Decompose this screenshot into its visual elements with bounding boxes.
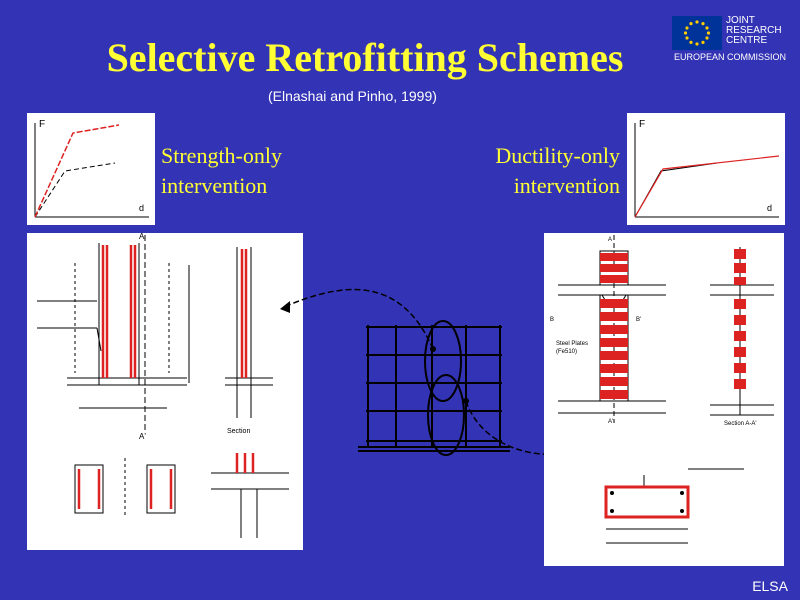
right-section-label: Section A-A' xyxy=(724,421,757,427)
marker-b-prime: B' xyxy=(636,317,641,323)
logo-text-joint: JOINT xyxy=(726,15,755,26)
elsa-footer-label: ELSA xyxy=(752,578,788,594)
jrc-logo: JOINT RESEARCH CENTRE EUROPEAN COMMISSIO… xyxy=(672,12,794,88)
logo-text-commission: EUROPEAN COMMISSION xyxy=(674,52,787,62)
original-response-curve xyxy=(634,162,718,218)
frame-sketch xyxy=(280,283,581,463)
ductility-label-line1: Ductility-only xyxy=(495,143,620,168)
slide-subtitle: (Elnashai and Pinho, 1999) xyxy=(268,88,437,104)
marker-a-prime: A' xyxy=(139,432,146,441)
steel-plates xyxy=(600,249,746,399)
marker-a-prime: A' xyxy=(608,419,613,425)
jacket-plate-section xyxy=(604,485,690,519)
strength-label-line1: Strength-only xyxy=(161,143,282,168)
retrofit-strips xyxy=(77,245,255,509)
ductility-graph: F d xyxy=(627,113,785,225)
disp-axis-label: d xyxy=(139,203,144,213)
disp-axis-label: d xyxy=(767,203,772,213)
ductility-detail-drawing: A A' B B' Steel Plates (Fe510) Section A… xyxy=(544,233,784,566)
connector-left xyxy=(283,288,434,350)
logo-text-centre: CENTRE xyxy=(726,35,768,46)
marker-a: A xyxy=(139,233,145,241)
force-axis-label: F xyxy=(639,119,645,130)
force-axis-label: F xyxy=(39,119,45,130)
slide-title: Selective Retrofitting Schemes xyxy=(106,35,624,80)
logo-text-research: RESEARCH xyxy=(726,25,782,36)
marker-b: B xyxy=(550,317,554,323)
ductility-label: Ductility-only intervention xyxy=(440,141,620,201)
strength-label: Strength-only intervention xyxy=(161,141,282,201)
strength-graph: F d xyxy=(27,113,155,225)
marker-a: A xyxy=(608,237,612,243)
steel-plates-label-line1: Steel Plates xyxy=(556,341,588,347)
strength-label-line2: intervention xyxy=(161,173,268,198)
steel-plates-label-line2: (Fe510) xyxy=(556,349,577,355)
left-section-label: Section xyxy=(227,428,250,435)
ductility-label-line2: intervention xyxy=(513,173,620,198)
retrofit-response-curve xyxy=(34,124,120,218)
strength-detail-drawing: A A' Section xyxy=(27,232,303,550)
eu-flag-icon xyxy=(672,16,722,50)
retrofit-response-curve xyxy=(634,155,780,218)
original-response-curve xyxy=(34,162,116,218)
